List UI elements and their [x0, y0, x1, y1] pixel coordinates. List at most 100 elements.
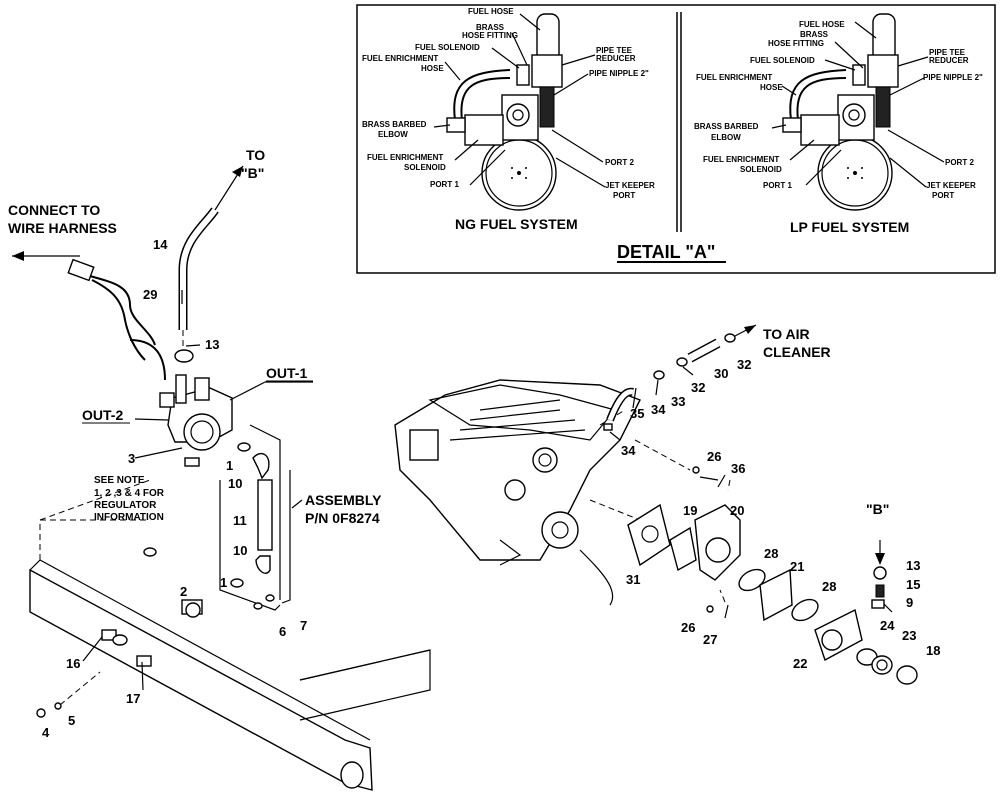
arrow-down-icon: [875, 553, 885, 565]
part-number-10-bottom: 10: [233, 543, 247, 558]
part-number-13-left: 13: [205, 337, 219, 352]
lp-label-elbow: ELBOW: [711, 133, 741, 142]
part-number-31: 31: [626, 572, 640, 587]
part-number-11: 11: [233, 513, 247, 528]
lp-label-fuel-hose: FUEL HOSE: [799, 20, 845, 29]
lp-label-brass: BRASS: [800, 30, 829, 39]
part-number-27: 27: [703, 632, 717, 647]
ng-label-reducer: REDUCER: [596, 54, 636, 63]
label-wire-harness: WIRE HARNESS: [8, 220, 117, 236]
part-number-3: 3: [128, 451, 135, 466]
left-assembly: [12, 165, 313, 467]
lp-label-fuel-enrichment: FUEL ENRICHMENT: [696, 73, 772, 82]
ng-label-hose-fitting: HOSE FITTING: [462, 31, 518, 40]
ng-label-brass: BRASS: [476, 23, 505, 32]
part-number-35: 35: [630, 406, 644, 421]
lp-callout-lines: [771, 21, 945, 188]
part-number-9: 9: [906, 595, 913, 610]
ng-label-port-2: PORT 2: [605, 158, 634, 167]
lp-fuel-system-title: LP FUEL SYSTEM: [790, 219, 909, 235]
lp-label-hose: HOSE: [760, 83, 783, 92]
part-number-28-right: 28: [822, 579, 836, 594]
ng-label-brass-barbed: BRASS BARBED: [362, 120, 427, 129]
label-to: TO: [246, 147, 265, 163]
engine-block: [394, 379, 691, 606]
part-number-26-top: 26: [707, 449, 721, 464]
part-number-19: 19: [683, 503, 697, 518]
ng-regulator-drawing: [446, 13, 563, 211]
label-connect-to: CONNECT TO: [8, 202, 100, 218]
lp-label-hose-fitting: HOSE FITTING: [768, 39, 824, 48]
lp-label-solenoid: SOLENOID: [740, 165, 782, 174]
throttle-body-parts: [627, 466, 918, 685]
lp-label-fuel-enrichment-2: FUEL ENRICHMENT: [703, 155, 779, 164]
label-assembly: ASSEMBLY: [305, 492, 382, 508]
ng-label-solenoid: SOLENOID: [404, 163, 446, 172]
ng-fuel-system-title: NG FUEL SYSTEM: [455, 216, 578, 232]
assembly-0f8274: [181, 424, 291, 618]
part-number-32-right: 32: [737, 357, 751, 372]
detail-a-panel: FUEL HOSE BRASS HOSE FITTING FUEL SOLENO…: [356, 4, 996, 274]
lp-label-fuel-solenoid: FUEL SOLENOID: [750, 56, 815, 65]
label-out-2: OUT-2: [82, 407, 123, 423]
ng-label-pipe-tee: PIPE TEE: [596, 46, 633, 55]
label-assembly-pn: P/N 0F8274: [305, 510, 380, 526]
lp-label-brass-barbed: BRASS BARBED: [694, 122, 759, 131]
detail-a-title: DETAIL "A": [617, 242, 715, 262]
part-number-30: 30: [714, 366, 728, 381]
lp-label-port-1: PORT 1: [763, 181, 792, 190]
lp-label-reducer: REDUCER: [929, 56, 969, 65]
ng-label-pipe-nipple: PIPE NIPPLE 2": [589, 69, 649, 78]
frame-rail: [29, 479, 431, 791]
part-number-13-right: 13: [906, 558, 920, 573]
ng-label-fuel-enrichment-2: FUEL ENRICHMENT: [367, 153, 443, 162]
part-number-34-upper: 34: [651, 402, 666, 417]
part-number-36: 36: [731, 461, 745, 476]
arrow-right-icon: [744, 325, 756, 334]
ng-callout-lines: [433, 13, 606, 188]
part-number-15: 15: [906, 577, 920, 592]
part-number-1-top: 1: [226, 458, 233, 473]
part-number-7: 7: [300, 618, 307, 633]
part-number-21: 21: [790, 559, 804, 574]
note-line-2: 1, 2 ,3 & 4 FOR: [94, 488, 165, 499]
lp-label-jet-keeper: JET KEEPER: [926, 181, 976, 190]
note-line-4: INFORMATION: [94, 512, 164, 523]
part-number-24: 24: [880, 618, 895, 633]
ng-label-port: PORT: [613, 191, 635, 200]
lp-label-pipe-tee: PIPE TEE: [929, 48, 966, 57]
label-out-1: OUT-1: [266, 365, 307, 381]
ng-label-fuel-hose: FUEL HOSE: [468, 7, 514, 16]
ng-label-elbow: ELBOW: [378, 130, 408, 139]
arrow-left-icon: [12, 251, 24, 261]
part-number-34-lower: 34: [621, 443, 636, 458]
lp-regulator-drawing: [782, 13, 899, 211]
air-intake-parts: [603, 324, 757, 441]
label-to-air: TO AIR: [763, 326, 810, 342]
part-number-2: 2: [180, 584, 187, 599]
part-number-23: 23: [902, 628, 916, 643]
lp-label-port-2: PORT 2: [945, 158, 974, 167]
lp-label-pipe-nipple: PIPE NIPPLE 2": [923, 73, 983, 82]
part-number-22: 22: [793, 656, 807, 671]
part-number-18: 18: [926, 643, 940, 658]
part-number-14: 14: [153, 237, 168, 252]
part-number-33: 33: [671, 394, 685, 409]
arrow-up-icon: [232, 166, 243, 177]
label-b-ref-right: "B": [866, 501, 889, 517]
label-cleaner: CLEANER: [763, 344, 831, 360]
part-number-32-left: 32: [691, 380, 705, 395]
part-number-28-left: 28: [764, 546, 778, 561]
part-number-16: 16: [66, 656, 80, 671]
ng-label-hose: HOSE: [421, 64, 444, 73]
part-number-5: 5: [68, 713, 75, 728]
ng-label-port-1: PORT 1: [430, 180, 459, 189]
part-number-20: 20: [730, 503, 744, 518]
note-line-3: REGULATOR: [94, 500, 157, 511]
part-number-4: 4: [42, 725, 50, 740]
part-number-17: 17: [126, 691, 140, 706]
part-number-29: 29: [143, 287, 157, 302]
part-number-26-bottom: 26: [681, 620, 695, 635]
part-number-1-bottom: 1: [220, 575, 227, 590]
